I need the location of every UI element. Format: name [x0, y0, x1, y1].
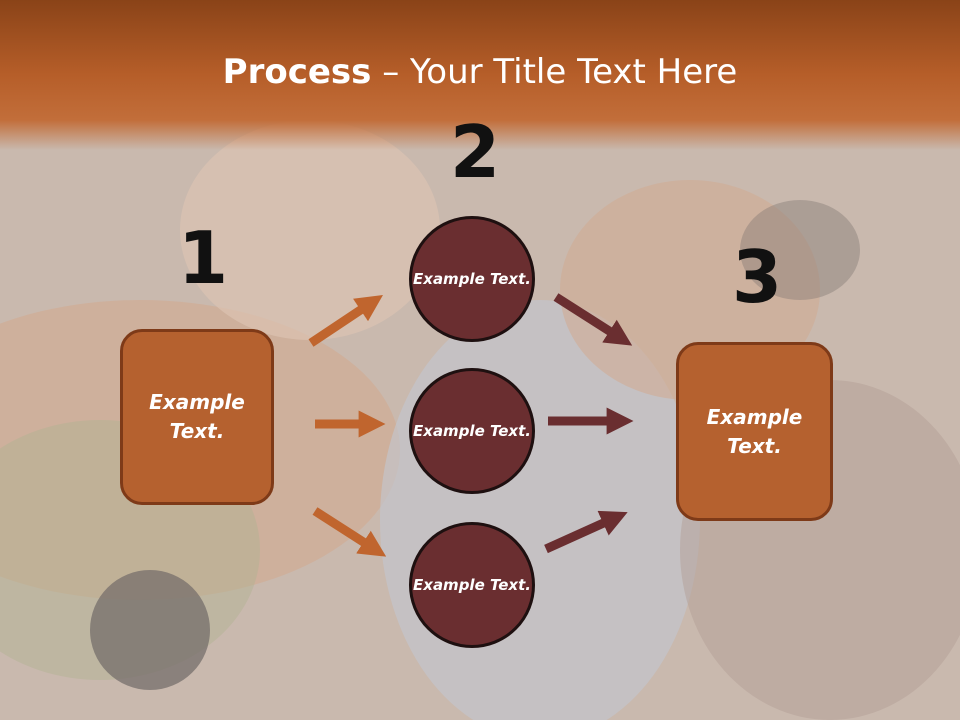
arrow-1-to-2-bottom [312, 507, 387, 557]
step-2-item-2-label: Example Text. [413, 421, 531, 440]
step-3-label: Example Text. [706, 404, 803, 458]
step-1-label: Example Text. [149, 390, 245, 443]
step-3-box: Example Text. [676, 342, 833, 521]
step-2-item-1-label: Example Text. [413, 269, 531, 288]
title-rest: Your Title Text Here [410, 52, 738, 92]
arrow-2-to-3-bottom [544, 510, 628, 554]
page-title: Process – Your Title Text Here [0, 52, 960, 92]
step-2-circle-middle: Example Text. [409, 368, 535, 494]
step-2-number: 2 [450, 110, 501, 194]
step-3-number: 3 [732, 235, 783, 319]
title-dash: – [371, 52, 411, 92]
title-band [0, 0, 960, 150]
step-2-circle-top: Example Text. [409, 216, 535, 342]
title-bold: Process [222, 52, 372, 92]
step-1-number: 1 [178, 216, 229, 300]
arrow-1-to-2-top [308, 295, 383, 347]
step-1-box: Example Text. [120, 329, 274, 505]
step-2-item-3-label: Example Text. [413, 575, 531, 594]
arrow-2-to-3-top [553, 293, 633, 346]
step-2-circle-bottom: Example Text. [409, 522, 535, 648]
